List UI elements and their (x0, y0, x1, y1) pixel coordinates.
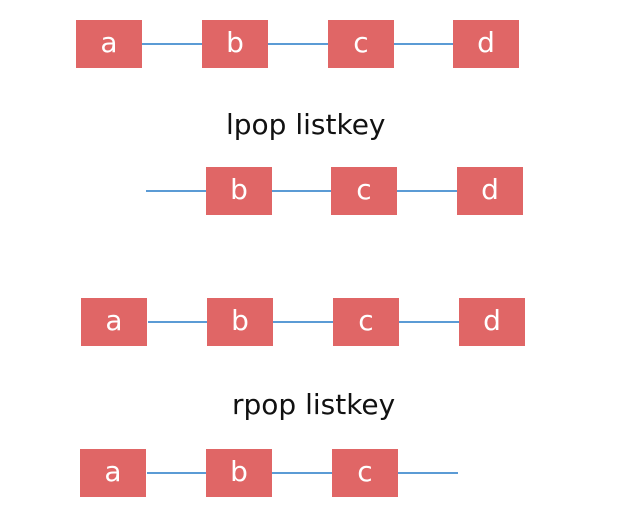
list-node-c: c (332, 449, 398, 497)
list-node-a: a (76, 20, 142, 68)
list-node-b: b (206, 167, 272, 215)
link (146, 190, 457, 192)
list-node-a: a (81, 298, 147, 346)
list-node-b: b (206, 449, 272, 497)
list-node-b: b (202, 20, 268, 68)
list-node-d: d (457, 167, 523, 215)
list-node-c: c (333, 298, 399, 346)
link (142, 43, 453, 45)
list-node-d: d (459, 298, 525, 346)
rpop-command-caption: rpop listkey (232, 388, 396, 421)
list-node-d: d (453, 20, 519, 68)
list-node-b: b (207, 298, 273, 346)
list-node-c: c (328, 20, 394, 68)
lpop-command-caption: lpop listkey (226, 108, 386, 141)
list-node-a: a (80, 449, 146, 497)
link (148, 321, 459, 323)
link (147, 472, 458, 474)
list-node-c: c (331, 167, 397, 215)
